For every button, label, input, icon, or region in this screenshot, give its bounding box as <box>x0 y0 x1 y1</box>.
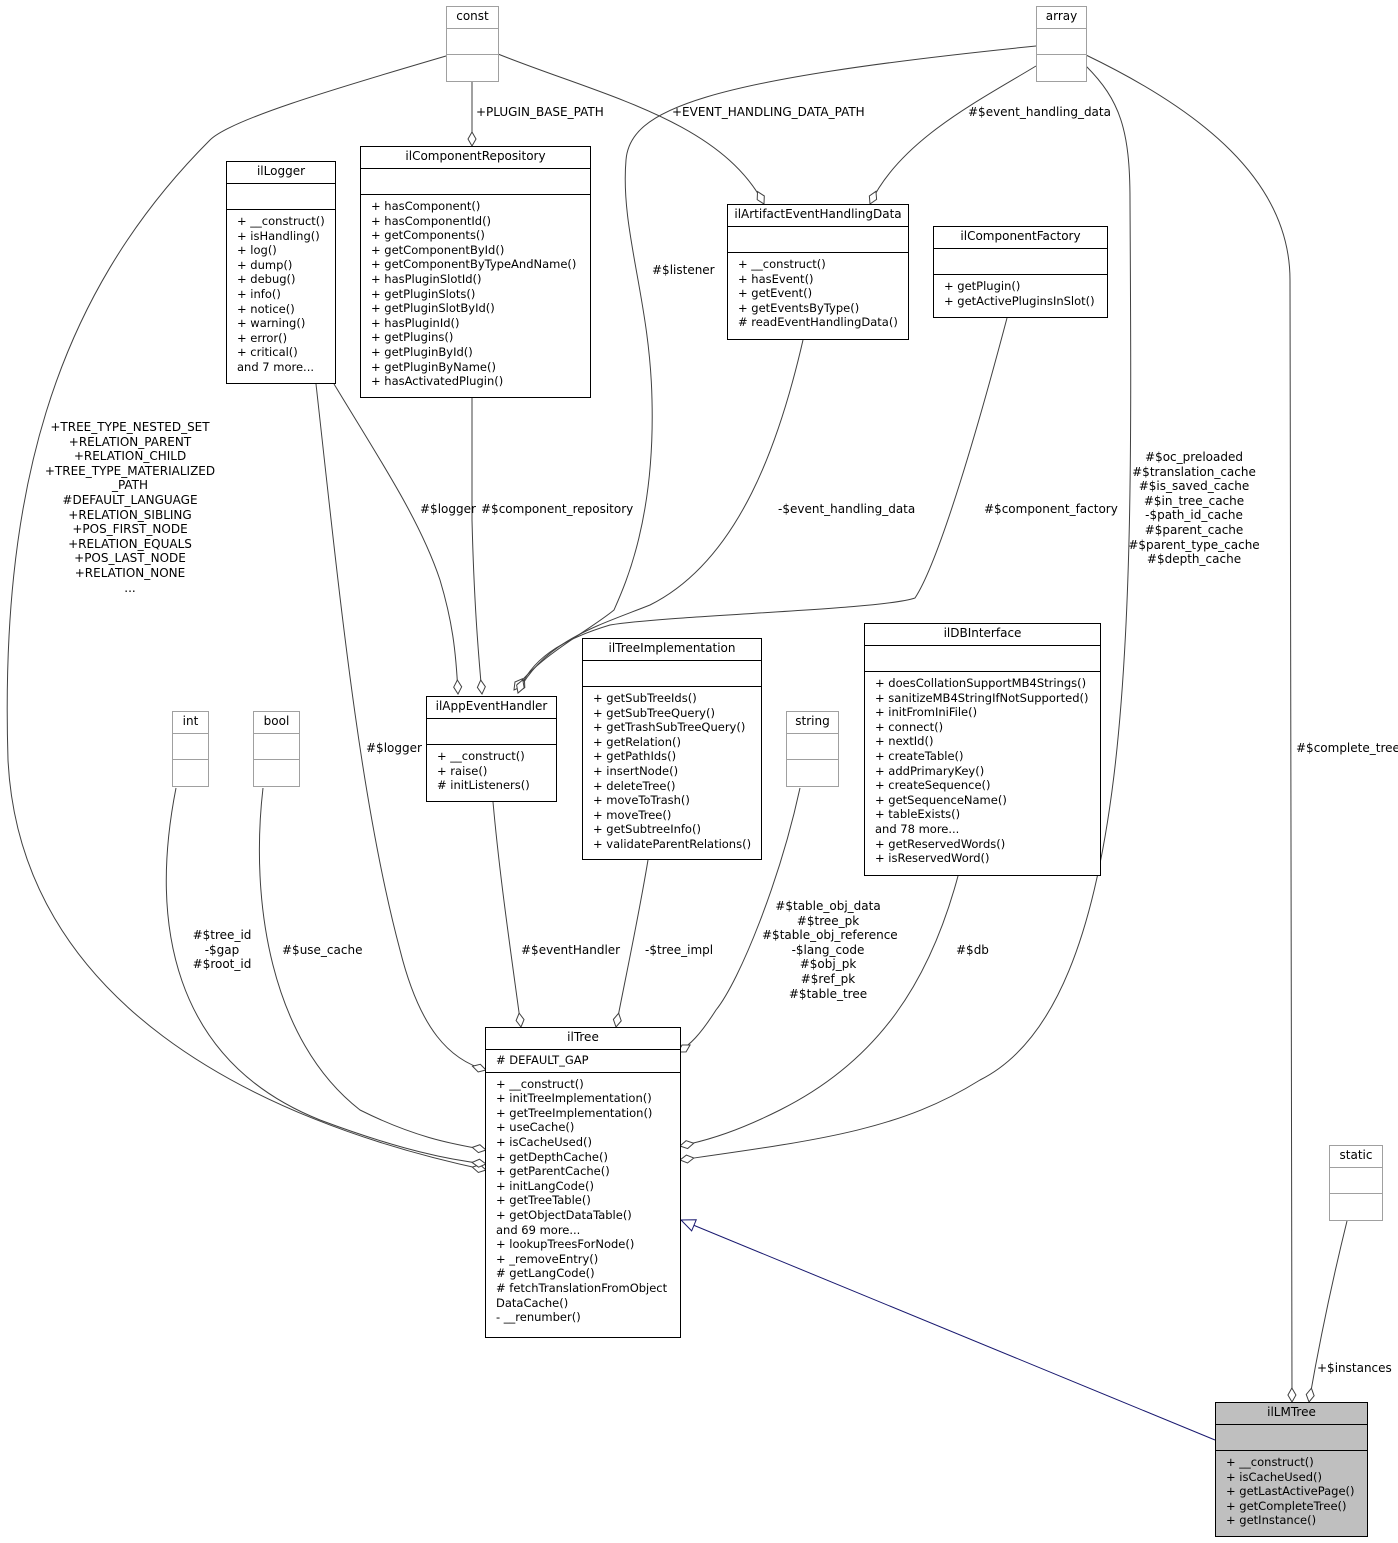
label-instances: +$instances <box>1317 1361 1392 1375</box>
class-const-title: const <box>456 9 489 23</box>
class-illogger-title: ilLogger <box>256 164 306 178</box>
edge-array-tree <box>679 65 1132 1164</box>
class-static-title: static <box>1339 1148 1373 1162</box>
class-illogger[interactable]: ilLogger + __construct() + isHandling() … <box>226 161 336 384</box>
class-illmtree-title: ilLMTree <box>1267 1405 1316 1419</box>
edge-logger-tree <box>315 383 487 1073</box>
class-ildbinterface-ops: + doesCollationSupportMB4Strings() + san… <box>865 671 1100 869</box>
class-iltree-attrs: # DEFAULT_GAP <box>486 1049 680 1072</box>
edge-logger-appev <box>333 383 463 696</box>
edge-db-tree <box>679 875 959 1150</box>
label-int-members: #$tree_id -$gap #$root_id <box>192 928 252 972</box>
class-ilappeventhandler-ops: + __construct() + raise() # initListener… <box>427 744 556 796</box>
class-string-title: string <box>795 714 830 728</box>
label-component-factory: #$component_factory <box>984 502 1118 516</box>
class-illmtree-ops: + __construct() + isCacheUsed() + getLas… <box>1216 1450 1367 1531</box>
label-string-members: #$table_obj_data #$tree_pk #$table_obj_r… <box>762 899 898 1001</box>
class-ilcomponentfactory-title: ilComponentFactory <box>960 229 1081 243</box>
edge-string-tree <box>677 787 801 1053</box>
class-string[interactable]: string <box>786 711 839 787</box>
label-logger-appev: #$logger <box>420 502 476 516</box>
edge-treeimpl-tree <box>612 859 649 1028</box>
class-ilappeventhandler-title: ilAppEventHandler <box>435 699 548 713</box>
edge-repository-appev <box>471 398 486 696</box>
edge-appev-tree <box>492 801 525 1028</box>
label-event-handling-data: #$event_handling_data <box>968 105 1111 119</box>
label-array-members: #$oc_preloaded #$translation_cache #$is_… <box>1128 450 1260 567</box>
class-ildbinterface-title: ilDBInterface <box>943 626 1022 640</box>
edge-const-tree <box>6 55 487 1174</box>
class-static[interactable]: static <box>1329 1145 1383 1221</box>
class-illogger-ops: + __construct() + isHandling() + log() +… <box>227 209 335 378</box>
class-iltreeimplementation-ops: + getSubTreeIds() + getSubTreeQuery() + … <box>583 686 761 855</box>
class-iltree-title: ilTree <box>567 1030 599 1044</box>
class-ilcomponentrepository-ops: + hasComponent() + hasComponentId() + ge… <box>361 194 590 392</box>
label-listener: #$listener <box>652 263 715 277</box>
label-tree-impl: -$tree_impl <box>645 943 714 957</box>
label-complete-tree: #$complete_tree <box>1296 741 1398 755</box>
edge-array-artifact <box>868 65 1037 205</box>
class-array[interactable]: array <box>1036 6 1087 82</box>
class-ilcomponentrepository-title: ilComponentRepository <box>405 149 546 163</box>
label-plugin-base-path: +PLUGIN_BASE_PATH <box>476 105 604 119</box>
class-ilartifacteventhandlingdata-ops: + __construct() + hasEvent() + getEvent(… <box>728 252 908 333</box>
label-event-handling-data-path: +EVENT_HANDLING_DATA_PATH <box>672 105 865 119</box>
class-bool-title: bool <box>263 714 290 728</box>
label-db: #$db <box>956 943 989 957</box>
edge-inheritance-lmtree-tree <box>681 1220 1216 1441</box>
edge-const-artifact <box>497 53 765 205</box>
class-iltree-ops: + __construct() + initTreeImplementation… <box>486 1071 680 1328</box>
class-iltreeimplementation-title: ilTreeImplementation <box>608 641 736 655</box>
class-bool[interactable]: bool <box>253 711 300 787</box>
class-array-title: array <box>1045 9 1078 23</box>
edge-bool-tree <box>258 787 487 1154</box>
label-const-members: +TREE_TYPE_NESTED_SET +RELATION_PARENT +… <box>44 420 216 595</box>
class-iltree[interactable]: ilTree # DEFAULT_GAP + __construct() + i… <box>485 1027 681 1338</box>
class-ilcomponentfactory[interactable]: ilComponentFactory + getPlugin() + getAc… <box>933 226 1108 318</box>
label-logger-tree: #$logger <box>366 741 422 755</box>
class-ilappeventhandler[interactable]: ilAppEventHandler + __construct() + rais… <box>426 696 557 802</box>
class-iltreeimplementation[interactable]: ilTreeImplementation + getSubTreeIds() +… <box>582 638 762 860</box>
edge-factory-appev <box>516 317 1008 694</box>
edge-static-lmtree <box>1305 1220 1348 1403</box>
class-ildbinterface[interactable]: ilDBInterface + doesCollationSupportMB4S… <box>864 623 1101 876</box>
class-int[interactable]: int <box>172 711 209 787</box>
class-ilcomponentfactory-ops: + getPlugin() + getActivePluginsInSlot() <box>934 274 1107 311</box>
class-int-title: int <box>182 714 199 728</box>
edge-array-lmtree <box>1085 54 1297 1404</box>
label-component-repository: #$component_repository <box>481 502 634 516</box>
class-ilartifacteventhandlingdata-title: ilArtifactEventHandlingData <box>734 207 902 221</box>
edge-array-appev <box>513 45 1037 691</box>
class-ilartifacteventhandlingdata[interactable]: ilArtifactEventHandlingData + __construc… <box>727 204 909 340</box>
label-priv-event-handling-data: -$event_handling_data <box>778 502 916 516</box>
class-const[interactable]: const <box>446 6 499 82</box>
edge-int-tree <box>165 787 488 1168</box>
label-use-cache: #$use_cache <box>282 943 363 957</box>
class-illmtree[interactable]: ilLMTree + __construct() + isCacheUsed()… <box>1215 1402 1368 1537</box>
label-event-handler: #$eventHandler <box>521 943 621 957</box>
class-ilcomponentrepository[interactable]: ilComponentRepository + hasComponent() +… <box>360 146 591 398</box>
